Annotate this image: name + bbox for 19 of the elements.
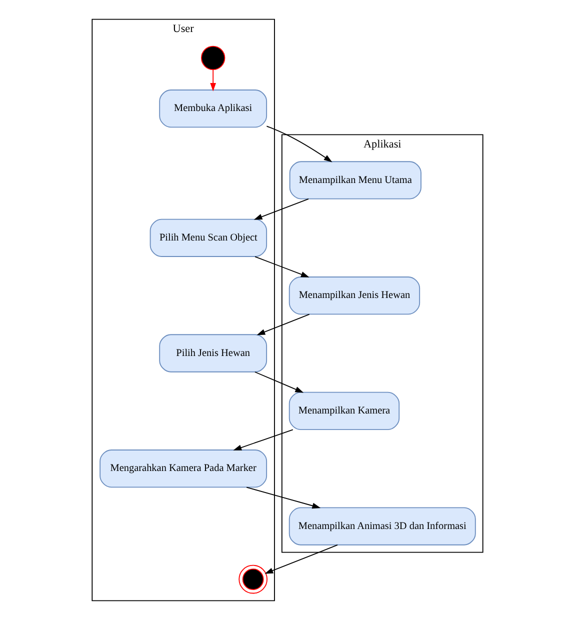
arrow	[256, 314, 310, 336]
node-box: Mengarahkan Kamera Pada Marker	[99, 450, 267, 488]
node-box: Membuka Aplikasi	[158, 90, 267, 128]
node-circle	[200, 46, 225, 70]
node-circle	[238, 564, 267, 594]
arrow	[232, 429, 293, 450]
arrow	[246, 486, 320, 509]
arrow	[254, 372, 304, 393]
node-box: Menampilkan Animasi 3D dan Informasi	[288, 507, 476, 546]
arrow	[266, 126, 332, 162]
arrow	[264, 544, 338, 574]
node-box: Menampilkan Menu Utama	[288, 161, 421, 200]
arrow	[210, 69, 216, 92]
arrow	[253, 198, 308, 220]
node-box: Menampilkan Jenis Hewan	[288, 276, 420, 315]
node-box: Pilih Jenis Hewan	[158, 334, 267, 372]
node-box: Pilih Menu Scan Object	[149, 218, 267, 257]
arrow	[254, 256, 309, 278]
node-box: Menampilkan Kamera	[288, 392, 400, 430]
